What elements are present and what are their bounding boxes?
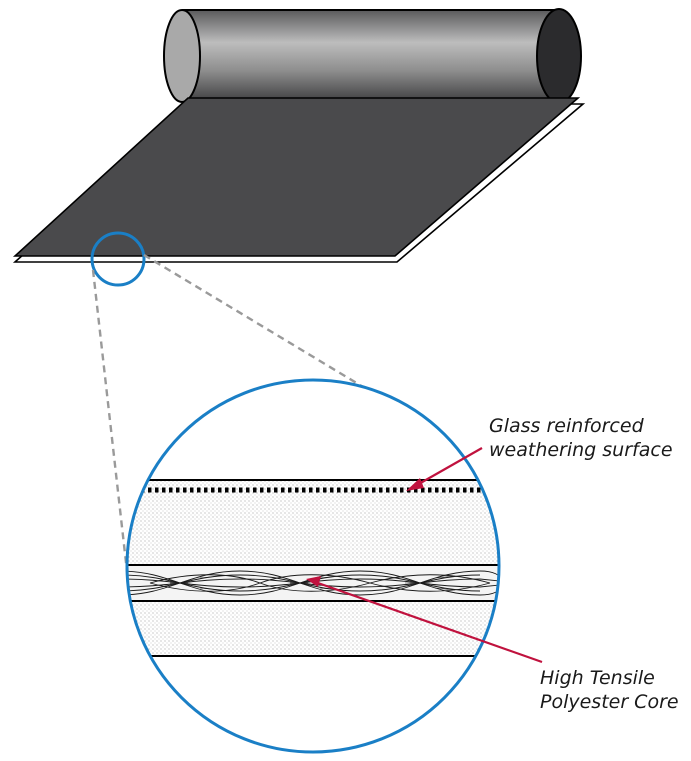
core-label-line2: Polyester Core	[540, 691, 679, 713]
glass-label-line1: Glass reinforced	[489, 415, 644, 437]
cross-section-zoom	[125, 378, 501, 754]
leader-arrows	[306, 447, 543, 664]
highlight-circle	[90, 231, 146, 287]
zoom-circle-border	[125, 378, 501, 754]
polyester-core-label: High Tensile Polyester Core	[540, 666, 679, 714]
membrane-top-surface	[12, 97, 581, 257]
glass-surface-label: Glass reinforced weathering surface	[489, 414, 673, 462]
glass-leader-line	[416, 447, 483, 486]
membrane-roll	[163, 8, 582, 104]
glass-leader-arrowhead	[406, 478, 424, 491]
core-leader-arrowhead	[306, 576, 321, 587]
glass-label-line2: weathering surface	[489, 439, 673, 461]
roll-end-face	[536, 8, 582, 104]
core-leader-line	[317, 581, 543, 664]
core-label-line1: High Tensile	[540, 667, 655, 689]
membrane-sheet	[12, 97, 586, 263]
